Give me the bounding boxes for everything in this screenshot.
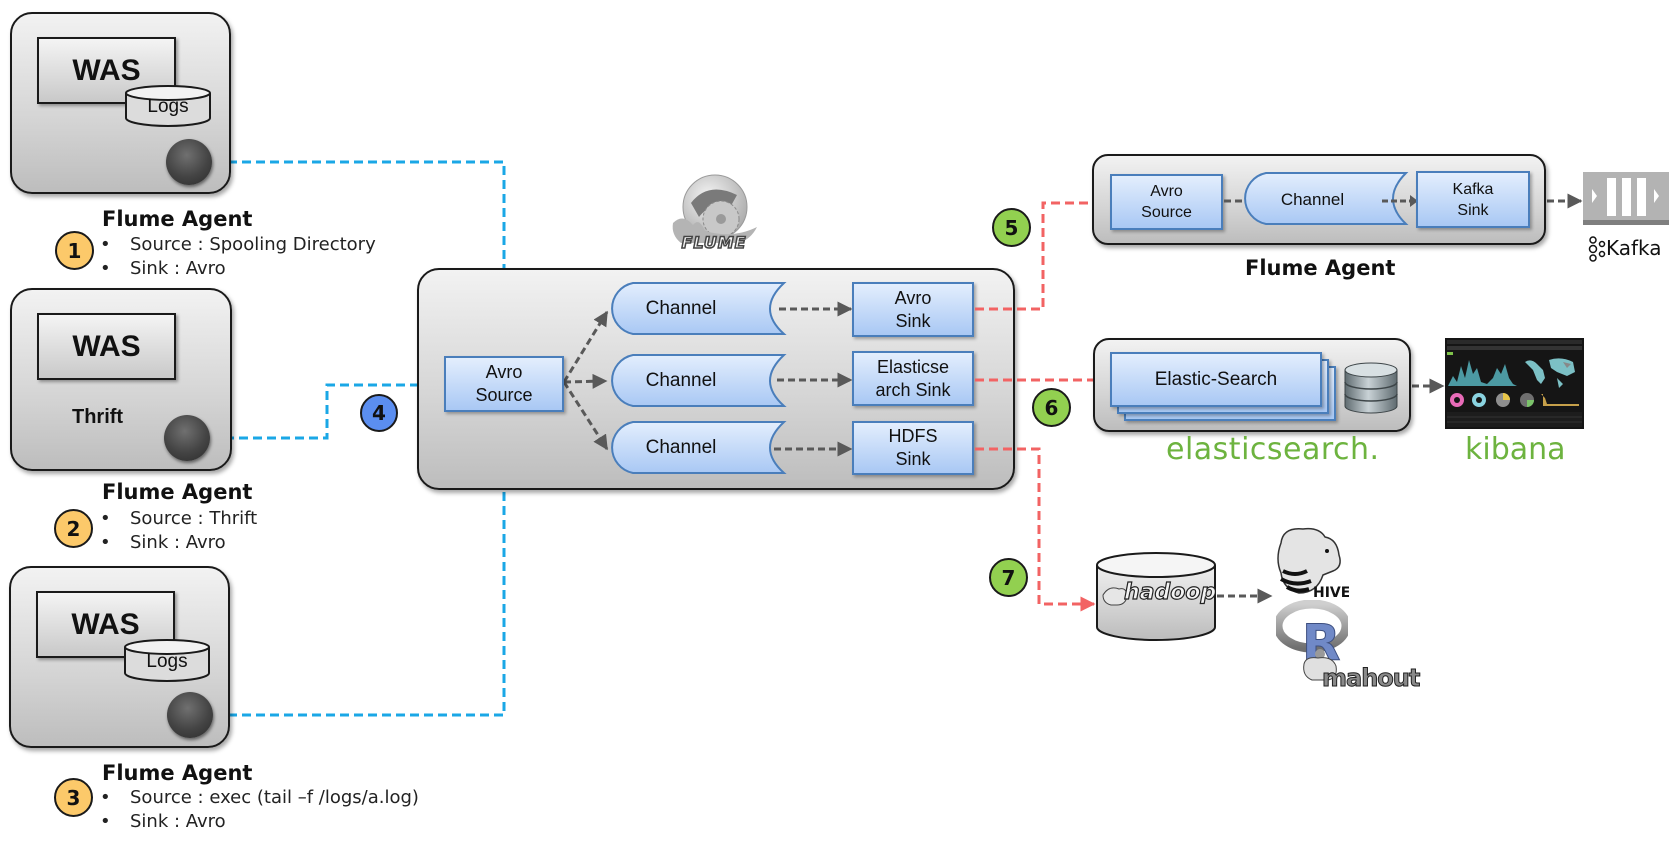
hadoop-store-icon (1096, 552, 1216, 641)
database-icon (1344, 362, 1398, 414)
elasticsearch-brand: elasticsearch. (1166, 432, 1380, 467)
flume-logo: FLUME (653, 173, 773, 257)
kafka-sink-box[interactable]: Kafka Sink (1416, 171, 1530, 228)
link-agent2-to-avro-source (211, 377, 444, 440)
step-4-badge: 4 (360, 394, 398, 432)
was-server-2: WAS (37, 313, 176, 380)
hadoop-label: hadoop (1123, 579, 1217, 605)
step-6-badge: 6 (1032, 388, 1071, 427)
agent-2-source: Source : Thrift (100, 507, 257, 531)
step-1-badge: 1 (55, 231, 94, 270)
agent-1-source: Source : Spooling Directory (100, 233, 376, 257)
agent-3-sink: Sink : Avro (100, 810, 419, 834)
kafka-agent-channel-links (1224, 172, 1418, 225)
mahout-elephant-icon (1303, 649, 1337, 681)
logs-label-3: Logs (146, 651, 188, 672)
step-7-badge: 7 (989, 558, 1028, 597)
flume-logo-icon (672, 174, 757, 243)
kibana-brand: kibana (1465, 432, 1566, 467)
step-2-badge: 2 (54, 509, 93, 548)
kafka-queue-icon (1583, 172, 1669, 225)
logs-label-1: Logs (147, 96, 189, 117)
agent-2-node-icon[interactable] (164, 415, 210, 461)
step-5-badge: 5 (992, 208, 1031, 247)
elasticsearch-sink-box[interactable]: Elasticse arch Sink (852, 351, 974, 406)
agent-2-title: Flume Agent (102, 480, 253, 504)
hive-logo-icon: HIVE (1277, 527, 1349, 601)
avro-sink-box[interactable]: Avro Sink (852, 282, 974, 337)
agent-3-node-icon[interactable] (167, 692, 213, 738)
logs-store-1 (125, 85, 211, 127)
agent-1-node-icon[interactable] (166, 139, 212, 185)
logs-store-3 (124, 639, 210, 682)
hdfs-sink-box[interactable]: HDFS Sink (852, 421, 974, 475)
kafka-logo-icon (1588, 236, 1606, 262)
agent-1-details: Source : Spooling Directory Sink : Avro (100, 233, 376, 281)
kafka-agent-channel-label: Channel (1280, 189, 1345, 209)
kafka-agent-avro-source[interactable]: Avro Source (1110, 174, 1223, 230)
flume-logo-text: FLUME (681, 232, 747, 253)
agent-2-details: Source : Thrift Sink : Avro (100, 507, 257, 555)
agent-1-title: Flume Agent (102, 207, 253, 231)
elasticsearch-card[interactable]: Elastic-Search (1110, 352, 1322, 407)
agent-3-title: Flume Agent (102, 761, 253, 785)
channel-2-shape (611, 354, 787, 407)
thrift-label: Thrift (72, 406, 124, 428)
agent-3-details: Source : exec (tail –f /logs/a.log) Sink… (100, 786, 419, 834)
kafka-label: Kafka (1606, 236, 1662, 260)
was-server-3: WAS (36, 591, 175, 658)
link-agent3-to-avro-source (214, 411, 512, 717)
avro-source-box[interactable]: Avro Source (444, 356, 564, 412)
agent-1-sink: Sink : Avro (100, 257, 376, 281)
step-3-badge: 3 (54, 778, 93, 817)
kafka-agent-title: Flume Agent (1245, 256, 1396, 280)
kibana-dashboard-thumbnail (1445, 338, 1584, 429)
channel-1-label: Channel (645, 298, 717, 319)
channel-3-label: Channel (645, 437, 717, 458)
channel-1-shape (611, 282, 787, 335)
agent-3-source: Source : exec (tail –f /logs/a.log) (100, 786, 419, 810)
channel-3-shape (611, 421, 787, 474)
mahout-label: mahout (1321, 664, 1420, 693)
agent-2-sink: Sink : Avro (100, 531, 257, 555)
hive-label: HIVE (1313, 585, 1349, 601)
channel-2-label: Channel (645, 370, 717, 391)
